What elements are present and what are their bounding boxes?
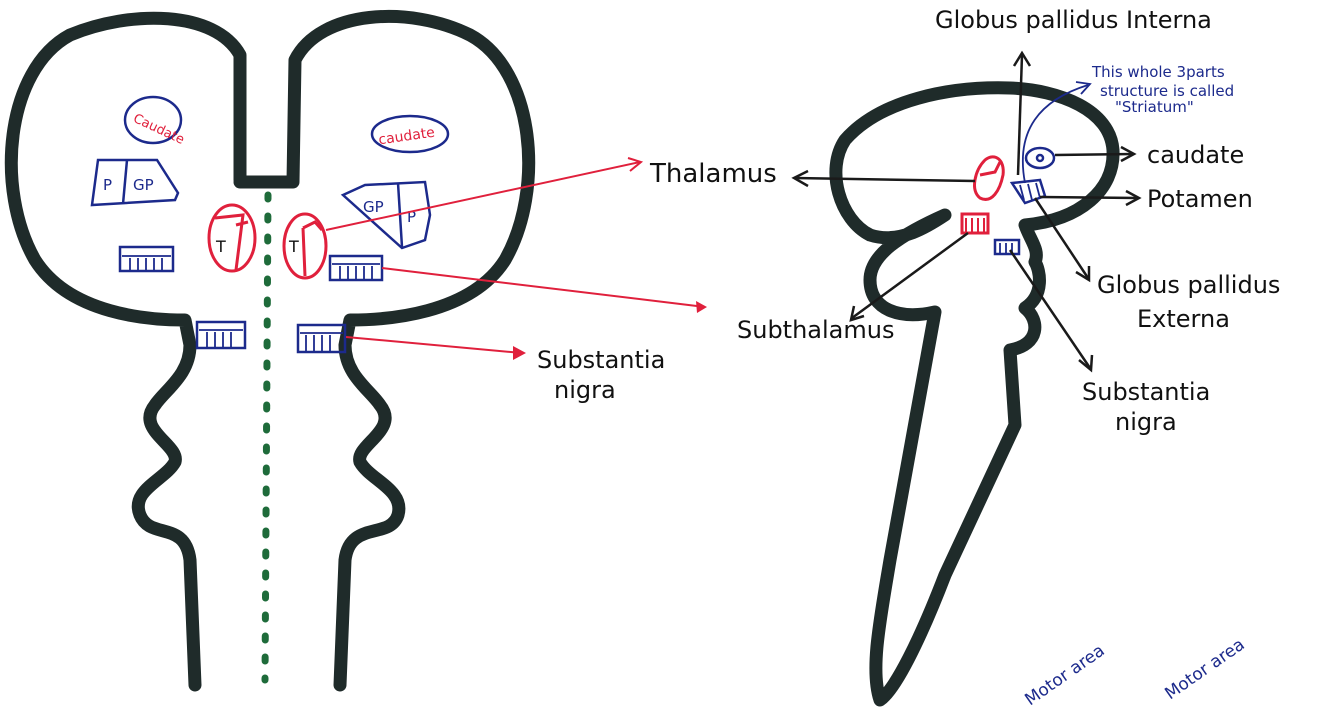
sagittal-putamen-shape xyxy=(1012,180,1045,203)
label-motor-area-2: Motor area xyxy=(1161,635,1248,704)
label-thalamus: Thalamus xyxy=(649,159,777,189)
label-caudate: caudate xyxy=(1147,141,1244,169)
right-gp-p-shape xyxy=(343,182,430,248)
label-subthalamus: Subthalamus xyxy=(737,316,894,344)
sagittal-putamen-hatch xyxy=(1020,183,1040,200)
right-thalamus-label: T xyxy=(288,237,299,256)
left-substantia-nigra-box xyxy=(197,322,245,348)
subthalamus-arrow xyxy=(382,268,705,307)
sagittal-caudate-shape xyxy=(1026,148,1054,168)
label-gpe-1: Globus pallidus xyxy=(1097,271,1280,299)
label-substantia-nigra-1: Substantia xyxy=(537,346,665,374)
thalamus-sagittal-arrow xyxy=(795,178,975,181)
label-gpi: Globus pallidus Interna xyxy=(935,6,1212,34)
sagittal-caudate-dot xyxy=(1037,155,1043,161)
sagittal-substantia-nigra-box xyxy=(995,240,1019,254)
caudate-arrow xyxy=(1055,154,1133,155)
right-gp-label: GP xyxy=(363,198,384,216)
midline-dotted xyxy=(265,195,268,680)
left-subthalamus-box xyxy=(120,247,173,271)
note-striatum-1: This whole 3parts xyxy=(1091,63,1225,81)
label-potamen: Potamen xyxy=(1147,185,1253,213)
right-substantia-nigra-box xyxy=(298,325,345,352)
left-gp-label: GP xyxy=(133,176,154,194)
left-thalamus-label: T xyxy=(215,237,226,256)
label-substantia-nigra-2: nigra xyxy=(554,376,616,404)
gpi-arrow xyxy=(1018,55,1022,175)
label-motor-area-1: Motor area xyxy=(1021,641,1108,710)
thalamus-arrow xyxy=(326,162,640,230)
sagittal-subthalamus-box xyxy=(962,214,988,233)
label-gpe-2: Externa xyxy=(1137,305,1230,333)
label-sn-2: nigra xyxy=(1115,408,1177,436)
label-sn-1: Substantia xyxy=(1082,378,1210,406)
subthalamus-arrowhead xyxy=(696,301,707,313)
right-subthalamus-box xyxy=(330,256,382,280)
substantia-nigra-arrow xyxy=(346,337,522,353)
note-striatum-3: "Striatum" xyxy=(1115,98,1194,116)
substantia-nigra-arrowhead xyxy=(513,346,526,360)
left-p-label: P xyxy=(103,176,112,194)
left-p-gp-divider xyxy=(123,160,127,204)
right-caudate-label: caudate xyxy=(377,125,435,149)
coronal-brain-outline xyxy=(11,16,528,685)
potamen-arrow xyxy=(1040,197,1138,198)
